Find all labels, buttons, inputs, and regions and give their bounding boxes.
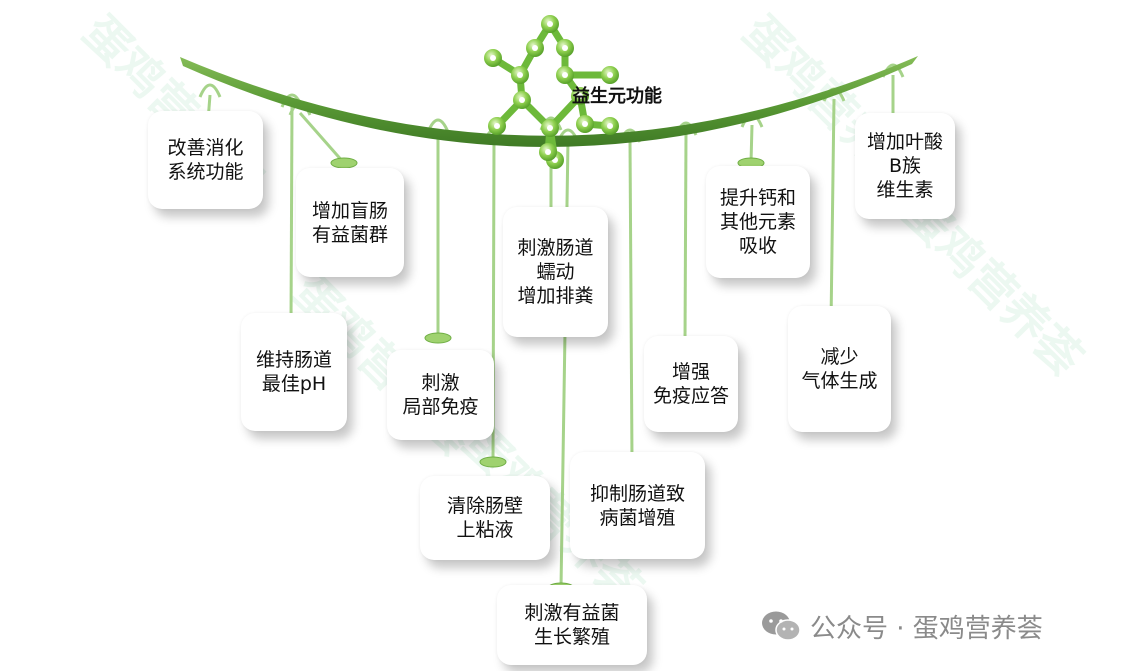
footer-credit: 公众号 · 蛋鸡营养荟 <box>760 608 1043 644</box>
wechat-icon <box>762 611 801 641</box>
bead <box>479 456 507 468</box>
molecule-atom-core <box>494 123 500 129</box>
function-label: 减少 气体生成 <box>801 346 878 392</box>
molecule-atom-core <box>562 45 568 51</box>
molecule-atom-core <box>517 72 523 78</box>
function-label: 维持肠道 最佳pH <box>255 349 332 395</box>
function-card: 刺激肠道 蠕动 增加排粪 <box>503 207 608 337</box>
hanging-string <box>749 124 754 164</box>
function-label: 清除肠壁 上粘液 <box>446 495 523 541</box>
hanging-string <box>298 112 346 164</box>
molecule-atom-core <box>582 121 588 127</box>
function-label: 改善消化 系统功能 <box>167 137 244 183</box>
diagram-title: 益生元功能 <box>572 86 662 107</box>
function-label: 抑制肠道致 病菌增殖 <box>589 482 685 529</box>
footer-label: 公众号 · 蛋鸡营养荟 <box>810 613 1043 644</box>
molecule-atom-core <box>490 55 496 61</box>
function-card: 改善消化 系统功能 <box>148 111 263 209</box>
molecule-atom-core <box>545 149 551 155</box>
molecule-atom-core <box>562 72 568 78</box>
function-card: 增加叶酸 B族 维生素 <box>855 113 955 219</box>
hanging-string <box>683 132 688 344</box>
bead <box>424 332 452 344</box>
molecule-atom-core <box>577 93 583 99</box>
function-card: 增强 免疫应答 <box>644 336 738 432</box>
function-label: 提升钙和 其他元素 吸收 <box>719 187 796 257</box>
function-label: 增加叶酸 B族 维生素 <box>866 131 943 201</box>
function-card: 维持肠道 最佳pH <box>241 313 347 431</box>
function-card: 刺激 局部免疫 <box>387 350 494 440</box>
function-card: 抑制肠道致 病菌增殖 <box>570 452 705 559</box>
vine <box>180 56 918 148</box>
function-card: 减少 气体生成 <box>788 306 891 432</box>
hanging-string <box>289 104 294 326</box>
function-label: 刺激有益菌 生长繁殖 <box>524 602 620 648</box>
molecule-atom-core <box>519 97 525 103</box>
function-card: 刺激有益菌 生长繁殖 <box>497 585 647 665</box>
molecule-atom-core <box>607 123 613 129</box>
function-card: 清除肠壁 上粘液 <box>420 476 550 560</box>
molecule-atom-core <box>532 45 538 51</box>
molecule-icon <box>484 15 619 169</box>
bead <box>330 157 358 169</box>
hanging-string <box>829 98 836 325</box>
molecule-atom-core <box>547 125 553 131</box>
function-label: 增加盲肠 有益菌群 <box>311 199 388 246</box>
function-card: 提升钙和 其他元素 吸收 <box>706 166 810 278</box>
function-label: 刺激肠道 蠕动 增加排粪 <box>517 237 594 307</box>
molecule-atom-core <box>547 21 553 27</box>
hanging-string <box>628 139 634 462</box>
function-label: 增强 免疫应答 <box>652 361 729 407</box>
string-loop <box>198 83 222 98</box>
molecule-atom-core <box>607 72 613 78</box>
function-card: 增加盲肠 有益菌群 <box>296 168 404 277</box>
function-label: 刺激 局部免疫 <box>402 372 479 418</box>
